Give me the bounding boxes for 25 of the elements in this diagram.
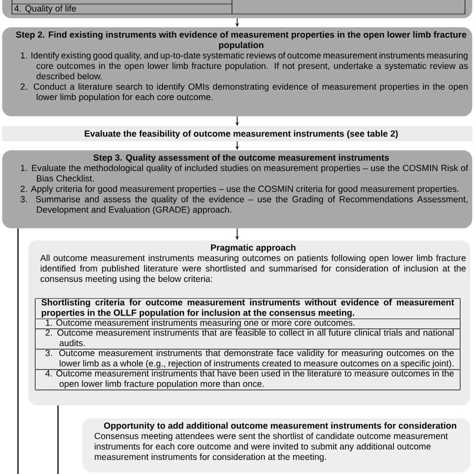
step-box bbox=[2, 150, 472, 228]
table-row: 4. Outcome measurement instruments that have been used in the literature to measure outcomes in the open lower limb fracture population more than once. bbox=[45, 370, 454, 389]
list-item: 2. Apply criteria for good measurement properties – use the COSMIN criteria for good measurement properties. bbox=[20, 185, 458, 194]
table-row: 2. Outcome measurement instruments that are feasible to collect in all future clinical trials and national audits. bbox=[46, 329, 454, 346]
list-item: 3. Summarise and assess the quality of the evidence – use the Grading of Recommendations Assessment, Development and Evaluation (GRADE) approach. bbox=[20, 196, 468, 214]
heading: Evaluate the feasibility of outcome measurement instruments (see table 2) bbox=[84, 130, 398, 138]
table-row: 1. Outcome measurement instruments measuring one or more core outcomes. bbox=[46, 319, 354, 328]
connector-line bbox=[57, 405, 59, 474]
table-heading: Shortlisting criteria for outcome measurement instruments without evidence of measurement properties in the OLLF population for inclusion at the consensus meeting. bbox=[41, 298, 454, 318]
table-row: 3. Outcome measurement instruments that demonstrate face validity for measuring outcomes on the lower limb as a whole (e.g., rejection of instruments created to measure outcomes on a specific joint). bbox=[46, 350, 454, 368]
criteria-table bbox=[34, 298, 460, 390]
table-cell: 4. Quality of life bbox=[14, 5, 76, 14]
approach-box bbox=[28, 240, 470, 406]
list-item: 1. Identify existing good quality, and up-to-date systematic reviews of outcome measurement instruments measuring core outcomes in the open lower limb fracture population. If not present, undertake a systematic review as described below. bbox=[20, 52, 468, 80]
heading: Step 3. Quality assessment of the outcome measurement instruments bbox=[93, 154, 389, 162]
heading: Pragmatic approach bbox=[211, 244, 296, 253]
heading: Step 2. Find existing instruments with evidence of measurement properties in the open lower limb fracture population bbox=[16, 31, 466, 50]
list-item: 1. Evaluate the methodological quality of included studies on measurement properties – use the COSMIN Risk of Bias Checklist. bbox=[20, 164, 468, 182]
step-band bbox=[2, 126, 472, 142]
list-item: 2. Conduct a literature search to identify OMIs demonstrating evidence of measurement properties in the open lower limb population for each core outcome. bbox=[20, 83, 468, 102]
paragraph: Consensus meeting attendees were sent the shortlist of candidate outcome measurement instruments for each core outcome and were invited to submit any additional outcome measurement instruments for consideration at the meeting. bbox=[94, 432, 448, 462]
paragraph: All outcome measurement instruments measuring outcomes on patients following open lower limb fracture identified from published literature were shortlisted and summarised for consideration of inclusion at the consensus meeting using the below criteria: bbox=[40, 254, 466, 284]
step-box bbox=[2, 27, 472, 116]
heading: Opportunity to add additional outcome measurement instruments for consideration bbox=[104, 422, 456, 430]
connector-line bbox=[17, 228, 19, 474]
